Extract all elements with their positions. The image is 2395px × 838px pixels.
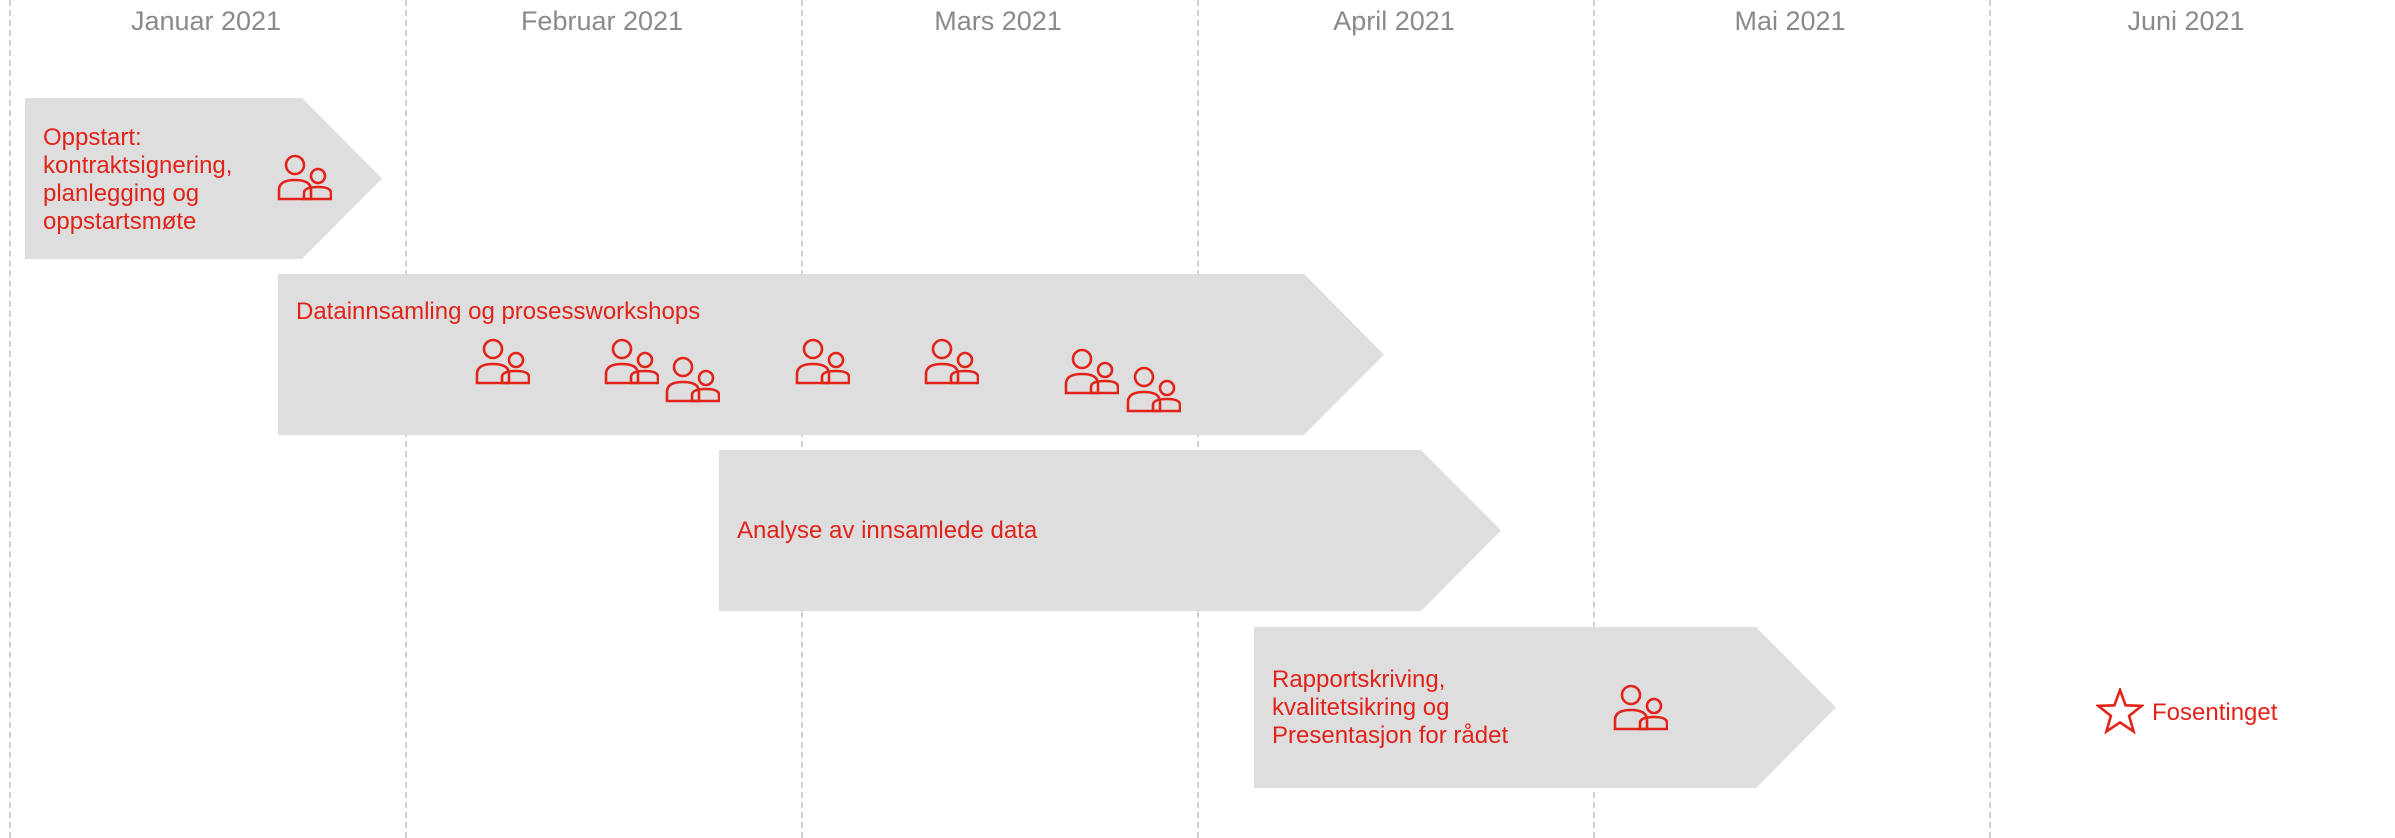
phase-arrow-shape	[719, 450, 1501, 611]
phase-oppstart: Oppstart: kontraktsignering, planlegging…	[25, 98, 382, 259]
month-label-mai: Mai 2021	[1734, 6, 1846, 36]
people-icon	[924, 338, 979, 385]
month-label-juni: Juni 2021	[2127, 6, 2245, 36]
people-icon	[795, 338, 850, 385]
people-icon	[604, 338, 659, 385]
phase-label-oppstart: Oppstart: kontraktsignering, planlegging…	[43, 124, 233, 235]
phase-arrow-shape	[1254, 627, 1836, 788]
phase-label-analyse: Analyse av innsamlede data	[737, 517, 1038, 544]
phase-analyse: Analyse av innsamlede data	[719, 450, 1501, 611]
month-divider	[9, 0, 11, 838]
star-icon	[2096, 688, 2144, 734]
month-divider	[1593, 0, 1595, 838]
phase-arrow-shape	[25, 98, 382, 259]
phase-label-datainnsamling: Datainnsamling og prosessworkshops	[296, 298, 701, 325]
people-icon	[475, 338, 530, 385]
month-label-februar: Februar 2021	[520, 6, 684, 36]
people-icon	[1064, 348, 1119, 395]
people-icon	[1613, 684, 1668, 731]
month-label-april: April 2021	[1333, 6, 1455, 36]
phase-rapport: Rapportskriving, kvalitetsikring og Pres…	[1254, 627, 1836, 788]
month-label-mars: Mars 2021	[934, 6, 1062, 36]
phase-label-rapport: Rapportskriving, kvalitetsikring og Pres…	[1272, 666, 1509, 749]
people-icon	[665, 356, 720, 403]
month-divider	[1989, 0, 1991, 838]
people-icon	[277, 154, 332, 201]
milestone-label: Fosentinget	[2152, 699, 2278, 726]
people-icon	[1126, 366, 1181, 413]
month-label-januar: Januar 2021	[130, 6, 282, 36]
